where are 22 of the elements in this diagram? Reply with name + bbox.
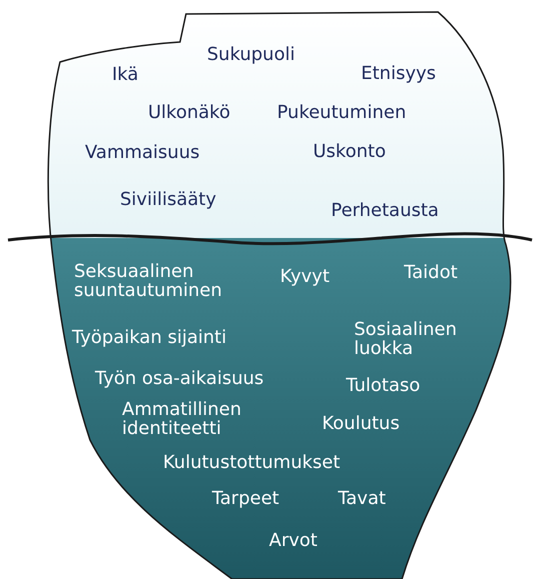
trait-label: Taidot (404, 263, 458, 282)
trait-label: Ammatillinen identiteetti (122, 400, 242, 438)
trait-label: Tulotaso (346, 376, 420, 395)
trait-label: Vammaisuus (85, 143, 200, 162)
trait-label: Uskonto (313, 142, 386, 161)
trait-label: Työpaikan sijainti (72, 328, 226, 347)
trait-label: Arvot (269, 531, 318, 550)
trait-label: Koulutus (322, 414, 400, 433)
trait-label: Ikä (112, 65, 138, 84)
trait-label: Tavat (338, 489, 386, 508)
trait-label: Sosiaalinen luokka (354, 320, 458, 358)
trait-label: Kyvyt (280, 267, 330, 286)
trait-label: Perhetausta (331, 201, 439, 220)
trait-label: Tarpeet (212, 489, 280, 508)
trait-label: Siviilisääty (120, 190, 216, 209)
trait-label: Sukupuoli (207, 45, 295, 64)
trait-label: Etnisyys (361, 64, 436, 83)
trait-label: Työn osa-aikaisuus (95, 369, 264, 388)
trait-label: Seksuaalinen suuntautuminen (74, 262, 223, 300)
trait-label: Ulkonäkö (148, 103, 230, 122)
trait-label: Kulutustottumukset (163, 453, 340, 472)
trait-label: Pukeutuminen (277, 103, 406, 122)
